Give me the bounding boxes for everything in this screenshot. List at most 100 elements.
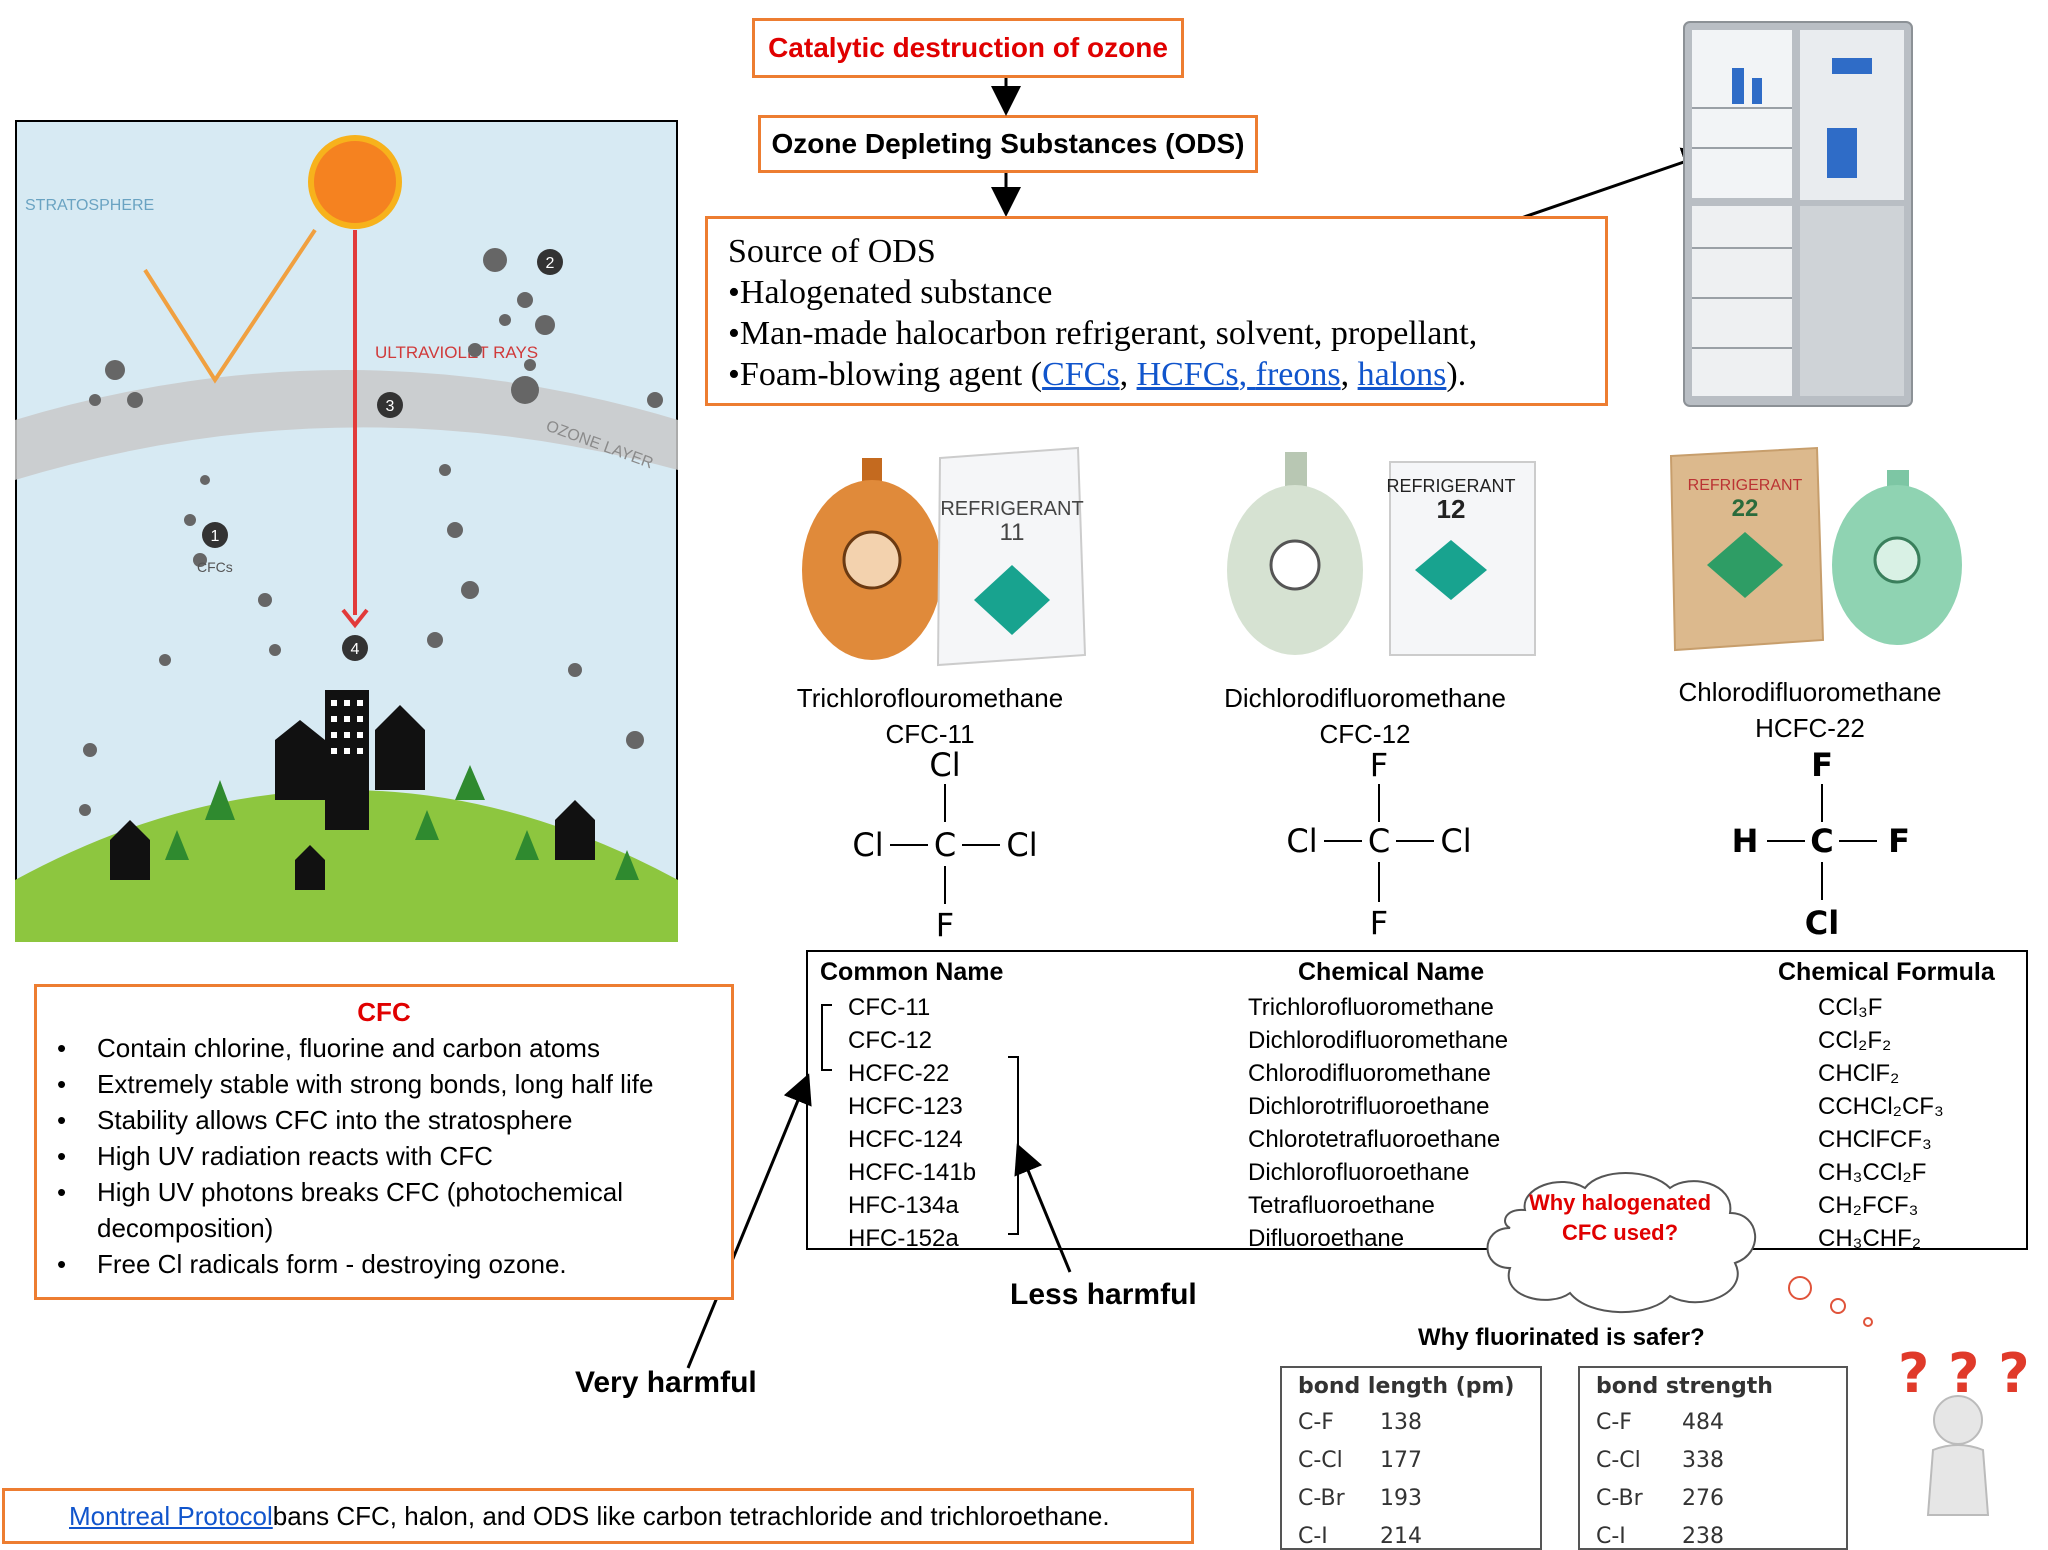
table-cell-chemical-name: Difluoroethane [1248, 1225, 1405, 1252]
bond-name: C-Cl [1596, 1448, 1641, 1473]
flow-ods-title: Ozone Depleting Substances (ODS) [771, 128, 1245, 159]
refrigerant-11-label: REFRIGERANT [940, 498, 1083, 520]
link-halons[interactable]: halons [1357, 356, 1447, 393]
earth-ground [15, 790, 678, 942]
thought-bubbles [1788, 1276, 1873, 1327]
question-marks: ? ? ? [1898, 1342, 2028, 1405]
bond-name: C-Br [1596, 1486, 1643, 1511]
refrigerator-image [1683, 21, 1913, 407]
bracket-less-harmful [1008, 1056, 1019, 1235]
cfc12-bottom-atom: F [1370, 904, 1388, 942]
table-cell-common-name: HCFC-141b [848, 1159, 977, 1186]
cfc12-left-atom: Cl [1286, 822, 1317, 860]
refrigerant-22-number: 22 [1732, 495, 1759, 522]
link-freons[interactable]: , freons [1239, 356, 1341, 393]
cfc11-top-atom: Cl [929, 746, 960, 784]
cfc-box-title: CFC [357, 997, 411, 1027]
table-cell-chemical-name: Dichlorofluoroethane [1248, 1159, 1470, 1186]
refrigerant-22-caption: Chlorodifluoromethane HCFC-22 [1620, 674, 2000, 746]
compounds-table: Common Name Chemical Name Chemical Formu… [806, 950, 2028, 1252]
refrigerant-12-name: Dichlorodifluoromethane [1224, 683, 1506, 713]
link-cfcs[interactable]: CFCs [1042, 356, 1120, 393]
bond-value: 214 [1380, 1524, 1422, 1549]
bond-strength-header: bond strength [1596, 1374, 1773, 1399]
montreal-protocol-link[interactable]: Montreal Protocol [69, 1500, 273, 1531]
cfc-bullet: Contain chlorine, fluorine and carbon at… [57, 1030, 711, 1066]
bond-value: 238 [1682, 1524, 1724, 1549]
less-harmful-label: Less harmful [1010, 1278, 1197, 1311]
thought-cloud: Why halogenated CFC used? [1486, 1172, 1757, 1314]
ozone-layer-band [15, 370, 678, 480]
ods-sep: , [1119, 356, 1129, 393]
refrigerant-11-name: Trichloroflouromethane [796, 683, 1064, 713]
hcfc22-bottom-atom: Cl [1805, 904, 1839, 942]
sunlight-reflect [143, 228, 317, 384]
table-cell-common-name: HCFC-123 [848, 1093, 963, 1120]
ods-title: Source of ODS [728, 233, 936, 270]
hcfc22-left-atom: H [1732, 822, 1759, 860]
table-cell-formula: CCl₂F₂ [1818, 1027, 1892, 1054]
cfc11-bottom-atom: F [936, 906, 954, 942]
thinking-person-icon: ? ? ? [1898, 1342, 2028, 1516]
header-chemical-formula: Chemical Formula [1778, 958, 1995, 986]
header-chemical-name: Chemical Name [1298, 958, 1485, 986]
very-harmful-label: Very harmful [575, 1366, 757, 1399]
table-cell-formula: CH₃CCl₂F [1818, 1159, 1927, 1186]
ods-line-halogenated: •Halogenated substance [728, 274, 1053, 311]
table-cell-common-name: HFC-152a [848, 1225, 959, 1252]
bond-name: C-F [1596, 1410, 1632, 1435]
table-cell-common-name: HFC-134a [848, 1192, 959, 1219]
structure-cfc12: F Cl C Cl F [1286, 746, 1471, 942]
flow-box-ods: Ozone Depleting Substances (ODS) [758, 115, 1258, 173]
table-cell-formula: CH₂FCF₃ [1818, 1192, 1919, 1219]
step2-badge [537, 249, 563, 275]
cfcs-label: CFCs [197, 559, 233, 575]
step2-number: 2 [546, 255, 555, 272]
bond-value: 177 [1380, 1448, 1422, 1473]
bond-name: C-Br [1298, 1486, 1345, 1511]
table-cell-chemical-name: Chlorodifluoromethane [1248, 1060, 1491, 1087]
refrigerant-12-image: REFRIGERANT 12 [1227, 452, 1536, 656]
bracket-very-harmful [821, 1004, 832, 1071]
step3-badge [377, 392, 403, 418]
cloud-question: Why halogenated CFC used? [1528, 1190, 1712, 1245]
link-hcfcs[interactable]: HCFCs [1136, 356, 1239, 393]
refrigerant-11-number: 11 [1000, 519, 1025, 546]
step3-number: 3 [386, 398, 395, 415]
refrigerant-11-caption: Trichloroflouromethane CFC-11 [740, 680, 1120, 752]
arrow-very-harmful [686, 1073, 812, 1369]
cfc11-left-atom: Cl [852, 826, 883, 864]
table-cell-chemical-name: Dichlorodifluoromethane [1248, 1027, 1509, 1054]
refrigerant-22-image: REFRIGERANT 22 [1669, 446, 1962, 652]
cfc-bullet: Stability allows CFC into the stratosphe… [57, 1102, 711, 1138]
step1-badge [202, 522, 228, 548]
arrow-less-harmful [1014, 1143, 1072, 1273]
flow-box-catalytic: Catalytic destruction of ozone [752, 18, 1184, 78]
cfc11-center-atom: C [934, 826, 956, 864]
bond-value: 484 [1682, 1410, 1724, 1435]
table-cell-formula: CHClF₂ [1818, 1060, 1900, 1087]
structure-cfc11: Cl Cl C Cl F [852, 746, 1037, 942]
table-cell-formula: CCl₃F [1818, 994, 1883, 1021]
uv-rays-label: ULTRAVIOLET RAYS [375, 343, 538, 362]
link-freons-text: freons [1255, 356, 1341, 393]
refrigerant-22-name: Chlorodifluoromethane [1678, 677, 1942, 707]
table-cell-chemical-name: Dichlorotrifluoroethane [1248, 1093, 1490, 1120]
cfc-bullet: Free Cl radicals form - destroying ozone… [57, 1246, 711, 1282]
cfc-bullet: Extremely stable with strong bonds, long… [57, 1066, 711, 1102]
cfc12-top-atom: F [1370, 746, 1388, 784]
bond-value: 193 [1380, 1486, 1422, 1511]
cfc12-right-atom: Cl [1440, 822, 1471, 860]
ods-line-halocarbon: •Man-made halocarbon refrigerant, solven… [728, 315, 1478, 352]
bond-name: C-I [1298, 1524, 1328, 1549]
table-cell-common-name: HCFC-124 [848, 1126, 963, 1153]
step4-badge [342, 635, 368, 661]
table-cell-common-name: CFC-11 [848, 994, 931, 1021]
bond-name: C-I [1596, 1524, 1626, 1549]
montreal-protocol-text: bans CFC, halon, and ODS like carbon tet… [272, 1500, 1110, 1531]
ods-line-foam: •Foam-blowing agent (CFCs, HCFCs, freons… [728, 356, 1467, 393]
montreal-protocol-box: Montreal Protocol bans CFC, halon, and O… [2, 1488, 1194, 1544]
ods-foam-suffix: ). [1446, 356, 1467, 393]
cfc-particles [79, 248, 663, 816]
